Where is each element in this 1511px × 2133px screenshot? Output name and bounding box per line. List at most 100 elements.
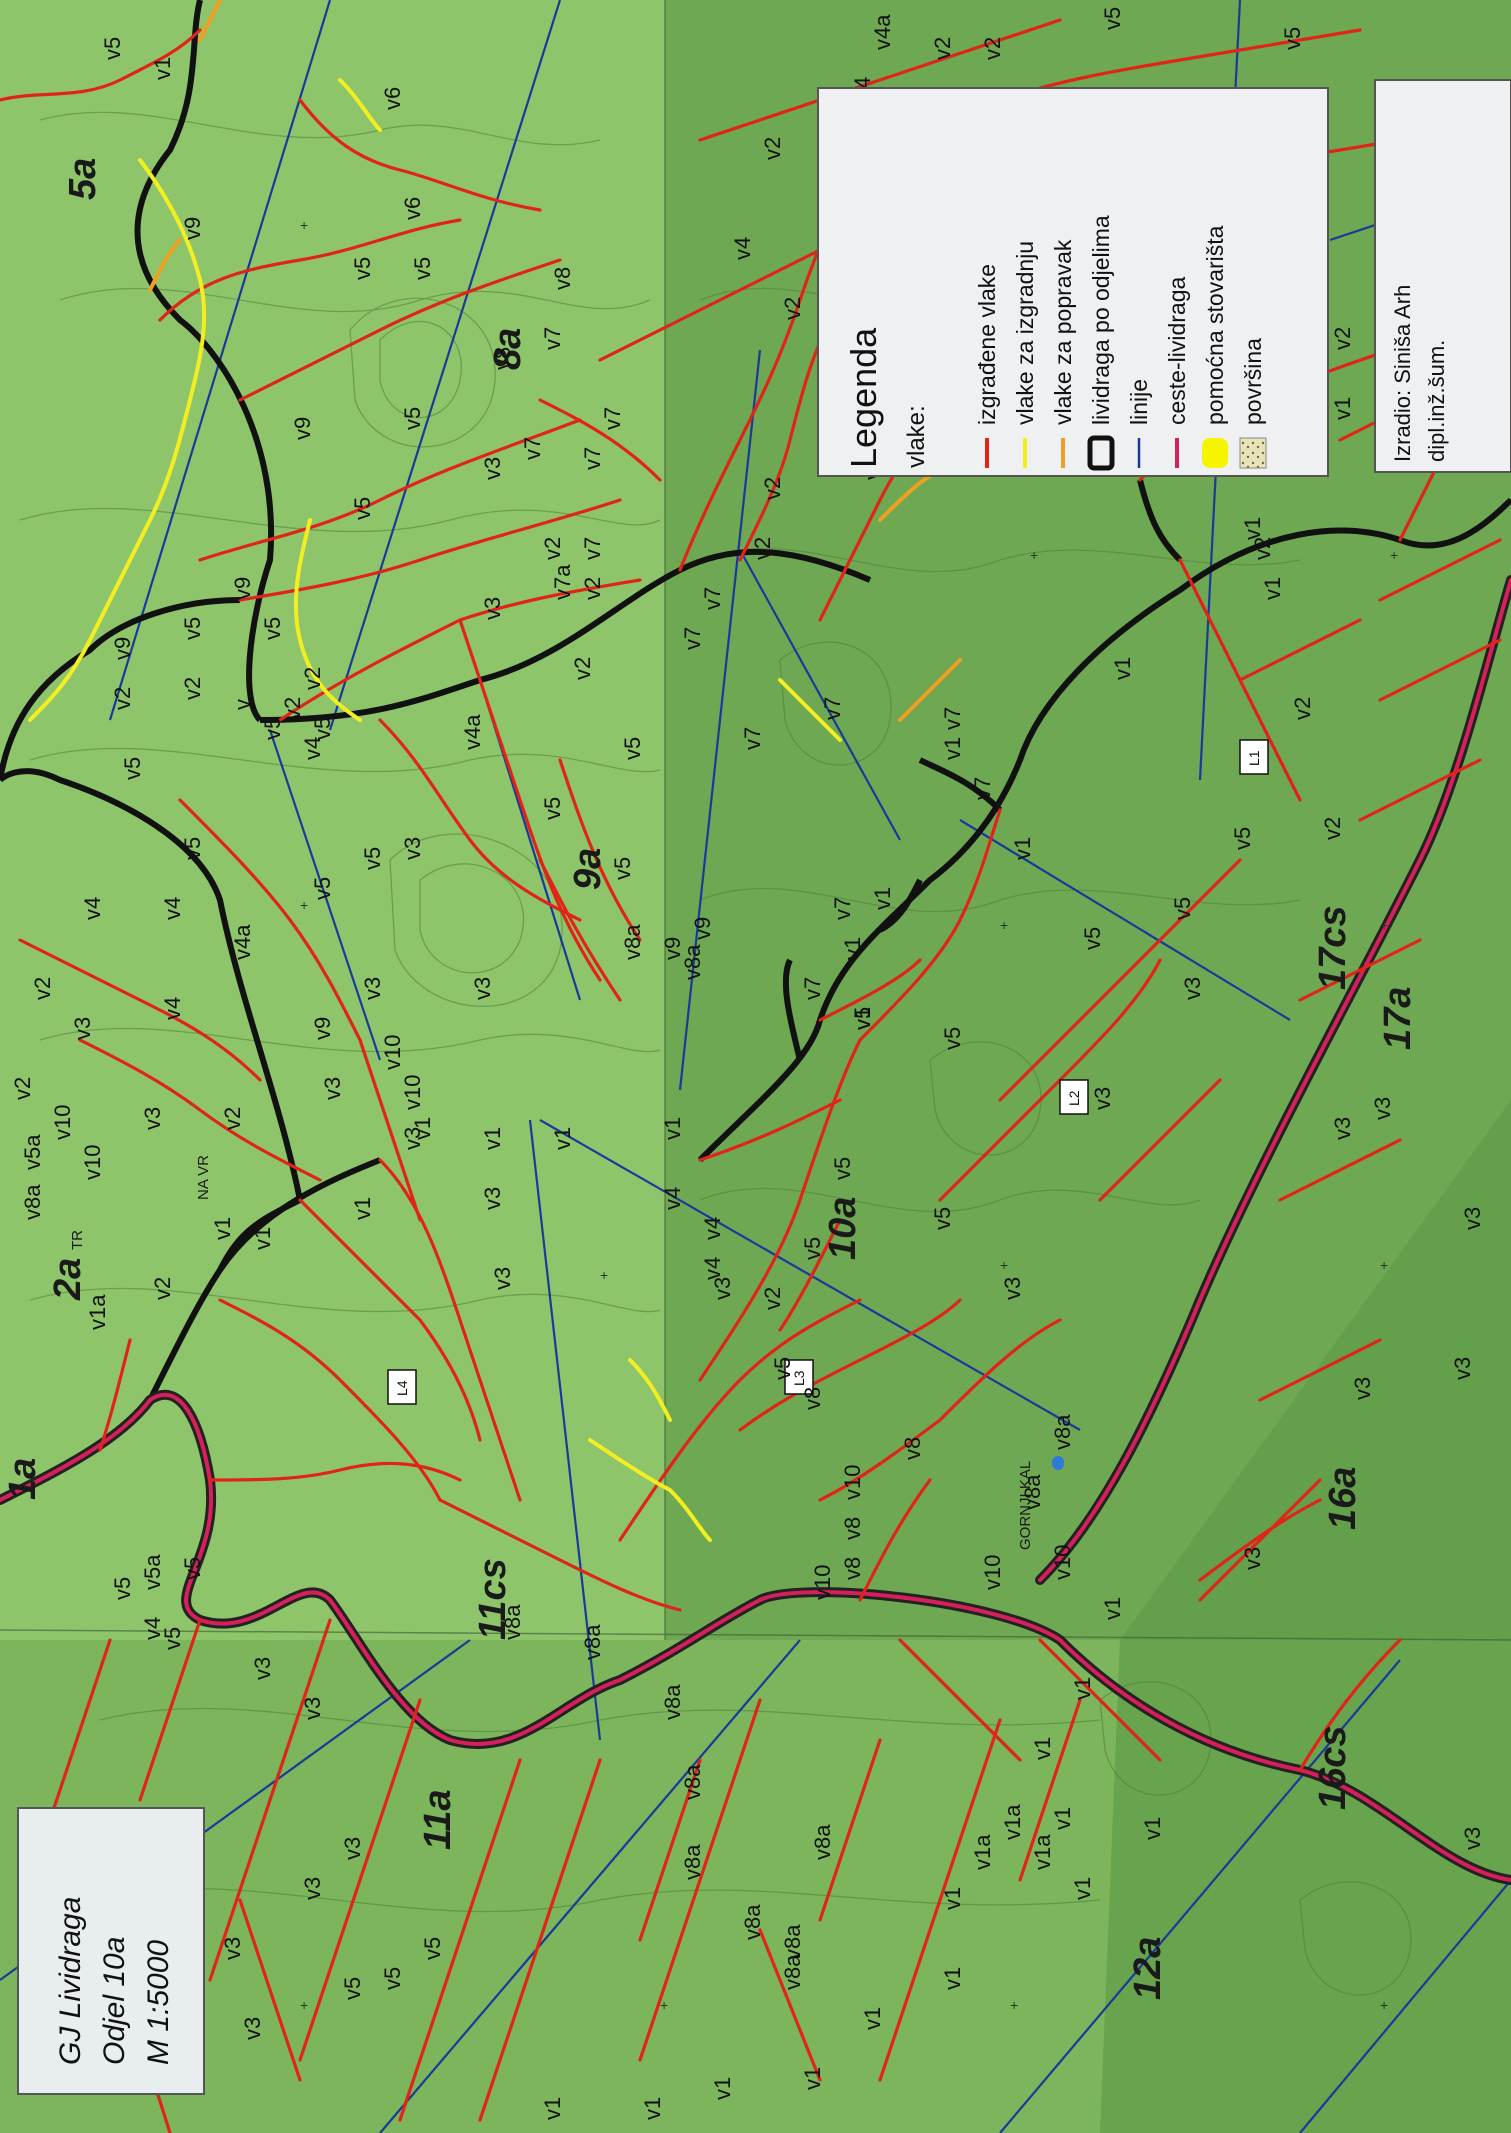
trail-label: v7 xyxy=(580,447,605,470)
trail-label: v5 xyxy=(830,1157,855,1180)
svg-text:L1: L1 xyxy=(1246,750,1262,766)
trail-label: v1a xyxy=(1030,1834,1055,1870)
trail-label: v5 xyxy=(1080,927,1105,950)
trail-label: v7 xyxy=(830,897,855,920)
trail-label: v10 xyxy=(380,1035,405,1070)
trail-label: v5 xyxy=(940,1027,965,1050)
trail-label: v7 xyxy=(600,407,625,430)
legend-item-label: površina xyxy=(1240,338,1266,425)
trail-label: v3 xyxy=(300,1697,325,1720)
trail-label: v8a xyxy=(1050,1414,1075,1450)
compartment-label: 10a xyxy=(822,1197,864,1260)
compartment-label: 9a xyxy=(567,848,609,890)
trail-label: v7 xyxy=(820,697,845,720)
legend-item: vlake za popravak xyxy=(1050,239,1076,468)
trail-label: v3 xyxy=(1330,1117,1355,1140)
trail-label: v1 xyxy=(1010,837,1035,860)
trail-label: v7a xyxy=(550,564,575,600)
trail-label: v10 xyxy=(840,1465,865,1500)
trail-label: v6 xyxy=(400,197,425,220)
trail-label: v3 xyxy=(470,977,495,1000)
trail-label: v2 xyxy=(30,977,55,1000)
trail-label: v2 xyxy=(1250,537,1275,560)
trail-label: v5 xyxy=(260,617,285,640)
trail-label: v5 xyxy=(1280,27,1305,50)
trail-label: v4 xyxy=(730,237,755,260)
legend-swatch-storage-area xyxy=(1202,438,1228,468)
place-name: GORNJI KAL xyxy=(1017,1461,1034,1550)
svg-text:+: + xyxy=(600,1267,608,1283)
trail-label: v8a xyxy=(1020,1474,1045,1510)
roads xyxy=(0,575,1511,1885)
trail-label: v1 xyxy=(1330,397,1355,420)
trail-label: v8a xyxy=(660,1684,685,1720)
trail-label: v7 xyxy=(800,977,825,1000)
trail-label: v3 xyxy=(480,597,505,620)
trail-label: v4 xyxy=(700,1217,725,1240)
trail-label: v3 xyxy=(1090,1087,1115,1110)
trail-label: v7 xyxy=(970,777,995,800)
trail-label: v3 xyxy=(1460,1207,1485,1230)
compartment-label: 11a xyxy=(417,1789,459,1850)
compartment-label: 17a xyxy=(1377,987,1419,1050)
trail-label: v1 xyxy=(1260,577,1285,600)
trail-label: v5 xyxy=(800,1237,825,1260)
author-name: Izradio: Siniša Arh xyxy=(1390,285,1415,462)
trail-label: v5 xyxy=(1230,827,1255,850)
legend-item: površina xyxy=(1239,338,1267,469)
legend-item-label: lividraga po odjelima xyxy=(1088,215,1114,425)
place-names: GORNJI KAL NA VR TR xyxy=(69,1155,1034,1550)
trail-label: v2 xyxy=(570,657,595,680)
map-grid xyxy=(0,0,1511,1641)
trail-label: v1 xyxy=(210,1217,235,1240)
trail-label: v5 xyxy=(180,617,205,640)
compartment-label: 1a xyxy=(2,1458,44,1500)
trail-label: v8a xyxy=(580,1624,605,1660)
trail-label: v5 xyxy=(110,1577,135,1600)
author-title: dipl.inž.šum. xyxy=(1424,340,1449,462)
trail-label: v1a xyxy=(970,1834,995,1870)
trail-label: v1 xyxy=(1030,1737,1055,1760)
trail-label: v5 xyxy=(410,257,435,280)
trail-label: v5 xyxy=(540,797,565,820)
compartment-label: 12a xyxy=(1127,1937,1169,2000)
trail-label: v3 xyxy=(360,977,385,1000)
trail-label: v1 xyxy=(940,1887,965,1910)
trail-label: v1 xyxy=(1070,1877,1095,1900)
trail-label: v1 xyxy=(410,1117,435,1140)
trail-label: v5 xyxy=(310,877,335,900)
trail-label: v9 xyxy=(690,917,715,940)
trail-label: v2 xyxy=(280,697,305,720)
place-name: TR xyxy=(69,1230,86,1250)
legend-item: lividraga po odjelima xyxy=(1087,215,1115,471)
trail-label: v2 xyxy=(180,677,205,700)
trail-label: v1 xyxy=(940,737,965,760)
legend: Legenda vlake: izgrađene vlake vlake za … xyxy=(817,87,1329,477)
trail-label: v2 xyxy=(980,37,1005,60)
trail-label: v3 xyxy=(480,457,505,480)
plot-marker: L4 xyxy=(387,1369,417,1405)
trail-label: v2 xyxy=(760,477,785,500)
trail-label: v7 xyxy=(580,537,605,560)
trail-label: v10 xyxy=(50,1105,75,1140)
trail-label: v3 xyxy=(250,1657,275,1680)
trail-label: v1 xyxy=(250,1227,275,1250)
legend-item: izgrađene vlake xyxy=(974,264,1000,468)
svg-text:L2: L2 xyxy=(1066,1090,1082,1106)
compartment-label: 8a xyxy=(487,328,529,370)
trail-label: v5 xyxy=(850,1007,875,1030)
trail-label: v3 xyxy=(710,1277,735,1300)
svg-text:+: + xyxy=(300,217,308,233)
trail-label: v5 xyxy=(160,1627,185,1650)
trail-label: v5a xyxy=(20,1134,45,1170)
trail-label: v7 xyxy=(940,707,965,730)
svg-text:+: + xyxy=(1010,1997,1018,2013)
trail-label: v3 xyxy=(240,2017,265,2040)
title-box: GJ Lividraga Odjel 10a M 1:5000 xyxy=(17,1807,205,2095)
trail-label: v7 xyxy=(520,437,545,460)
legend-item-label: izgrađene vlake xyxy=(974,264,1000,425)
trail-label: v8a xyxy=(810,1824,835,1860)
trail-label: v3 xyxy=(300,1877,325,1900)
trail-label: v5 xyxy=(120,757,145,780)
